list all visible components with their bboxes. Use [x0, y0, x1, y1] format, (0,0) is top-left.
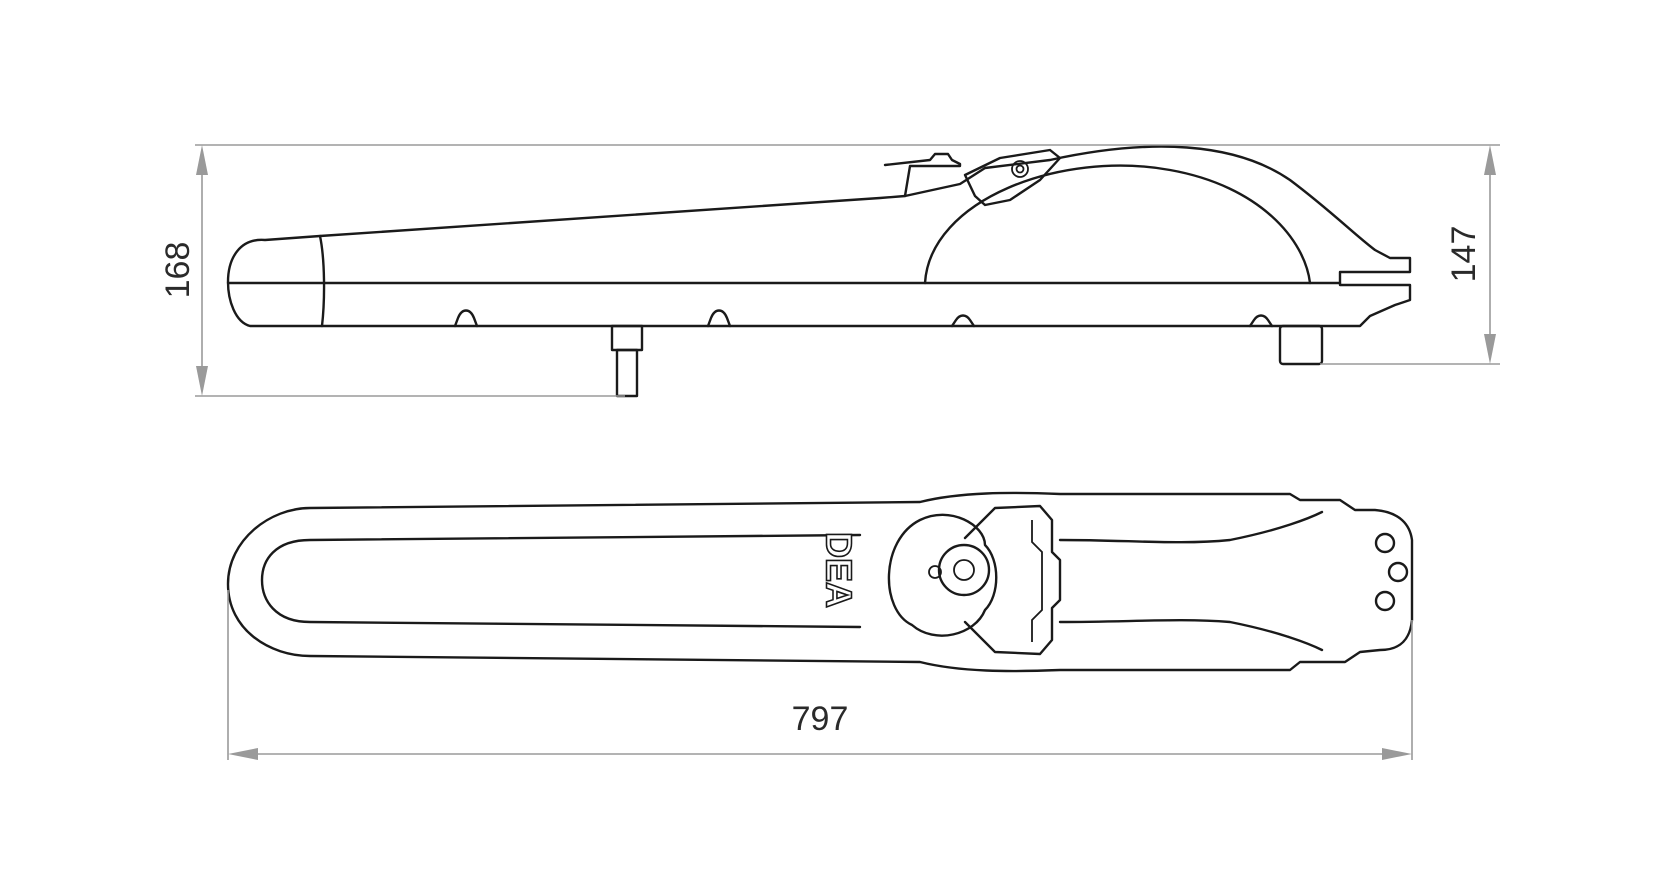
output-shaft [615, 348, 639, 398]
inner-arch [923, 164, 1312, 285]
upper-wing [1058, 510, 1324, 544]
knob-ring [937, 543, 991, 597]
bottom-bump-3 [950, 314, 976, 328]
mount-hole-2 [1387, 561, 1409, 583]
lever-pin [1011, 160, 1029, 178]
bracket-slot [1031, 520, 1043, 642]
knob-pin [928, 565, 942, 579]
top-view-body [226, 491, 1414, 673]
lever-latch [963, 148, 1062, 207]
dim-797-arrow-left [228, 748, 258, 760]
dimension-lines: 168 147 797 [159, 144, 1500, 760]
brand-logo: DEA [818, 532, 859, 608]
inner-loop [260, 533, 862, 629]
bottom-bump-2 [706, 309, 732, 328]
nose-cap-line [318, 234, 326, 328]
lever-pin-inner [1015, 164, 1025, 174]
top-view: DEA [226, 491, 1414, 673]
dim-168-arrow-top [196, 145, 208, 175]
lower-wing [1058, 619, 1324, 652]
release-bracket [963, 504, 1062, 656]
side-view [226, 145, 1412, 398]
mount-hole-1 [1374, 532, 1396, 554]
knob-center [953, 559, 975, 581]
dim-147-arrow-bottom [1484, 334, 1496, 364]
dim-147-arrow-top [1484, 145, 1496, 175]
dim-147-label: 147 [1445, 226, 1483, 283]
side-view-body [226, 145, 1412, 328]
output-shaft-collar [610, 324, 644, 352]
dim-797-arrow-right [1382, 748, 1412, 760]
dim-168-label: 168 [159, 242, 197, 299]
bottom-bump-1 [453, 309, 479, 328]
mount-hole-3 [1374, 590, 1396, 612]
release-lever [883, 152, 962, 198]
dim-168-arrow-bottom [196, 366, 208, 396]
bottom-bump-4 [1248, 314, 1274, 328]
dim-797-label: 797 [792, 700, 849, 738]
release-knob [887, 513, 998, 637]
rear-mount-foot [1278, 324, 1324, 366]
